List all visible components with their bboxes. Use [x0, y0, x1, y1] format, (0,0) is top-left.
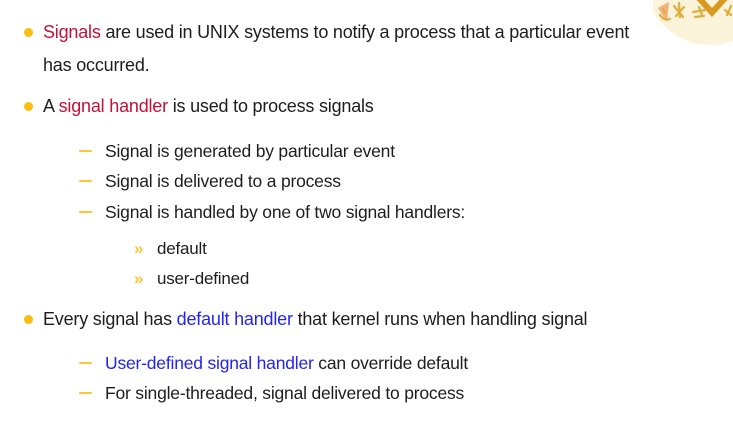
bullet-dot-icon [24, 101, 33, 111]
list-item-signal-handler: A signal handler is used to process sign… [0, 94, 733, 118]
body-text: are used in UNIX systems to notify a pro… [100, 22, 630, 42]
bullet-text: default [0, 237, 733, 261]
bullet-dot-icon [24, 28, 33, 37]
list-item-single-threaded: For single-threaded, signal delivered to… [0, 381, 733, 405]
list-item-signals-intro: Signals are used in UNIX systems to noti… [0, 16, 733, 82]
body-text: For single-threaded, signal delivered to… [105, 383, 465, 403]
bullet-text: User-defined signal handler can override… [0, 351, 733, 375]
body-text: Every signal has [43, 309, 177, 329]
list-item-signal-generated: Signal is generated by particular event [0, 139, 733, 163]
highlight-alert-text: signal handler [58, 96, 168, 116]
list-item-user-defined-override: User-defined signal handler can override… [0, 351, 733, 375]
bullet-text: Signal is delivered to a process [0, 169, 733, 193]
list-item-default: » default [0, 237, 733, 261]
dash-bullet-icon [79, 179, 92, 183]
bullet-text: A signal handler is used to process sign… [0, 94, 733, 118]
dash-bullet-icon [79, 149, 92, 153]
bullet-text: Every signal has default handler that ke… [0, 307, 733, 331]
dash-bullet-icon [79, 210, 92, 214]
body-text: user-defined [157, 269, 250, 288]
dash-bullet-icon [79, 361, 92, 365]
body-text: Signal is handled by one of two signal h… [105, 202, 466, 222]
seal-chevron-inner [704, 0, 720, 8]
seal-chevron [696, 0, 728, 17]
bullet-text: user-defined [0, 267, 733, 291]
list-item-default-handler: Every signal has default handler that ke… [0, 307, 733, 331]
dash-bullet-icon [79, 391, 92, 395]
list-item-signal-handled: Signal is handled by one of two signal h… [0, 200, 733, 224]
bullet-text: Signal is generated by particular event [0, 139, 733, 163]
bullet-text: Signals are used in UNIX systems to noti… [0, 16, 733, 82]
highlight-alert-text: Signals [43, 22, 101, 42]
list-item-user-defined: » user-defined [0, 267, 733, 291]
body-text: Signal is generated by particular event [105, 141, 395, 161]
slide-content: Signals are used in UNIX systems to noti… [0, 16, 733, 405]
bullet-text: For single-threaded, signal delivered to… [0, 381, 733, 405]
bullet-dot-icon [24, 314, 33, 324]
body-text: can override default [313, 353, 468, 373]
body-text: default [157, 239, 207, 258]
body-text: that kernel runs when handling signal [292, 309, 588, 329]
bullet-text: Signal is handled by one of two signal h… [0, 200, 733, 224]
body-text: A [43, 96, 59, 116]
body-text: Signal is delivered to a process [105, 171, 341, 191]
body-text: has occurred. [43, 55, 150, 75]
chevrons-bullet-icon: » [134, 269, 144, 288]
chevrons-bullet-icon: » [134, 239, 144, 258]
highlight-link-text: User-defined signal handler [105, 353, 314, 373]
body-text: is used to process signals [167, 96, 374, 116]
highlight-link-text: default handler [176, 309, 293, 329]
list-item-signal-delivered: Signal is delivered to a process [0, 169, 733, 193]
